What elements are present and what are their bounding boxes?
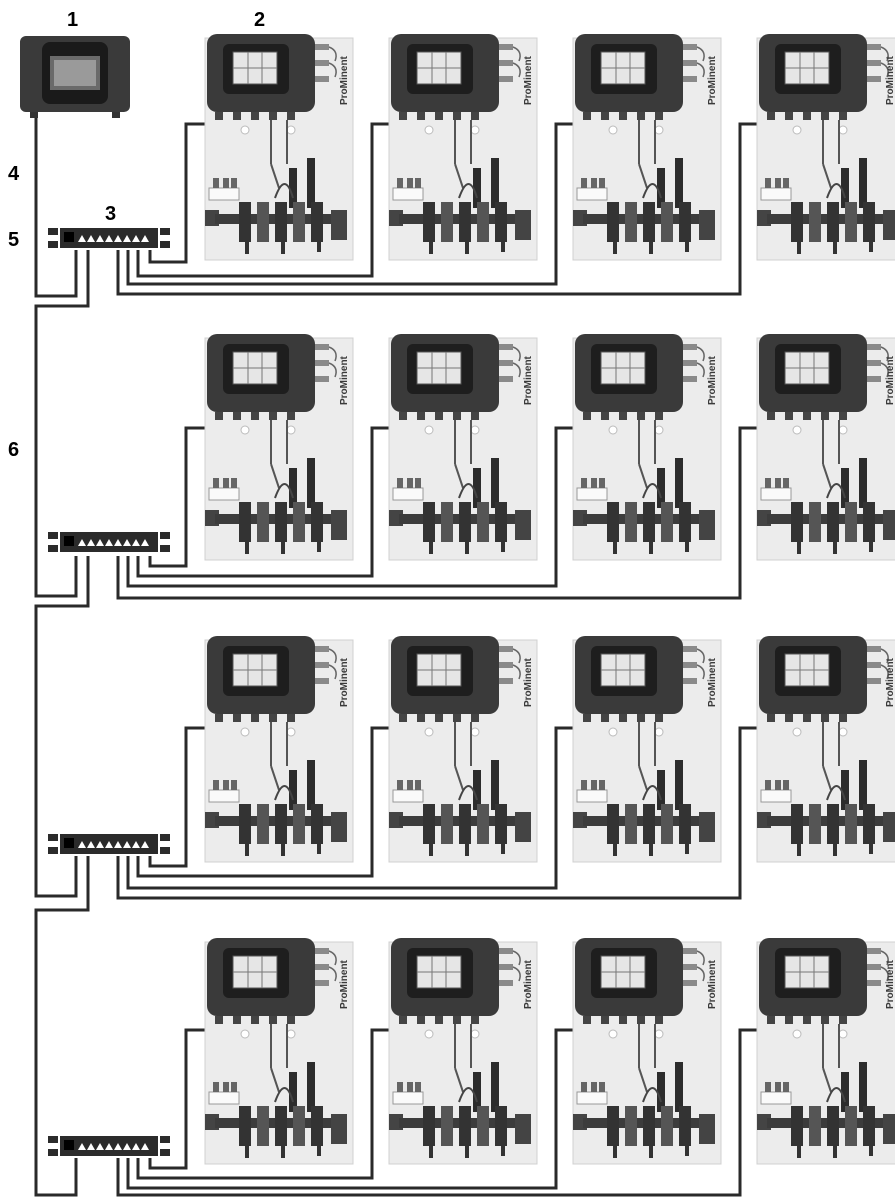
callout-controller: 1 [67, 9, 78, 31]
brand-label: ProMinent [339, 959, 350, 1009]
station [757, 636, 895, 862]
brand-label: ProMinent [339, 55, 350, 105]
station [389, 34, 537, 260]
station [757, 34, 895, 260]
brand-label: ProMinent [339, 355, 350, 405]
brand-label: ProMinent [707, 355, 718, 405]
brand-label: ProMinent [339, 657, 350, 707]
brand-label: ProMinent [885, 959, 895, 1009]
network-switch [48, 1136, 170, 1156]
station-row-1 [205, 34, 895, 260]
brand-label: ProMinent [707, 55, 718, 105]
station [205, 938, 353, 1164]
callout-station: 2 [254, 9, 265, 31]
brand-label: ProMinent [523, 55, 534, 105]
brand-label: ProMinent [707, 657, 718, 707]
brand-label: ProMinent [885, 55, 895, 105]
station [389, 334, 537, 560]
brand-label: ProMinent [885, 355, 895, 405]
callout-trunk-cable: 6 [8, 439, 19, 461]
brand-label: ProMinent [885, 657, 895, 707]
station [205, 34, 353, 260]
network-switch [48, 834, 170, 854]
station [573, 34, 721, 260]
station [757, 334, 895, 560]
station-row-3 [205, 636, 895, 862]
network-switch [48, 228, 170, 248]
callout-uplink-cable: 4 [8, 163, 20, 185]
main-controller [20, 36, 130, 118]
station [573, 636, 721, 862]
station [573, 938, 721, 1164]
brand-label: ProMinent [707, 959, 718, 1009]
station-row-4 [205, 938, 895, 1164]
station-row-2 [205, 334, 895, 560]
station [573, 334, 721, 560]
brand-label: ProMinent [523, 355, 534, 405]
callout-switch: 3 [105, 203, 116, 225]
callout-switch-port: 5 [8, 229, 19, 251]
station [205, 334, 353, 560]
brand-label: ProMinent [523, 657, 534, 707]
station [205, 636, 353, 862]
network-switch [48, 532, 170, 552]
station [389, 938, 537, 1164]
uplink-cable [36, 112, 76, 296]
brand-label: ProMinent [523, 959, 534, 1009]
station [389, 636, 537, 862]
station [757, 938, 895, 1164]
trunk-cable [36, 250, 88, 1195]
